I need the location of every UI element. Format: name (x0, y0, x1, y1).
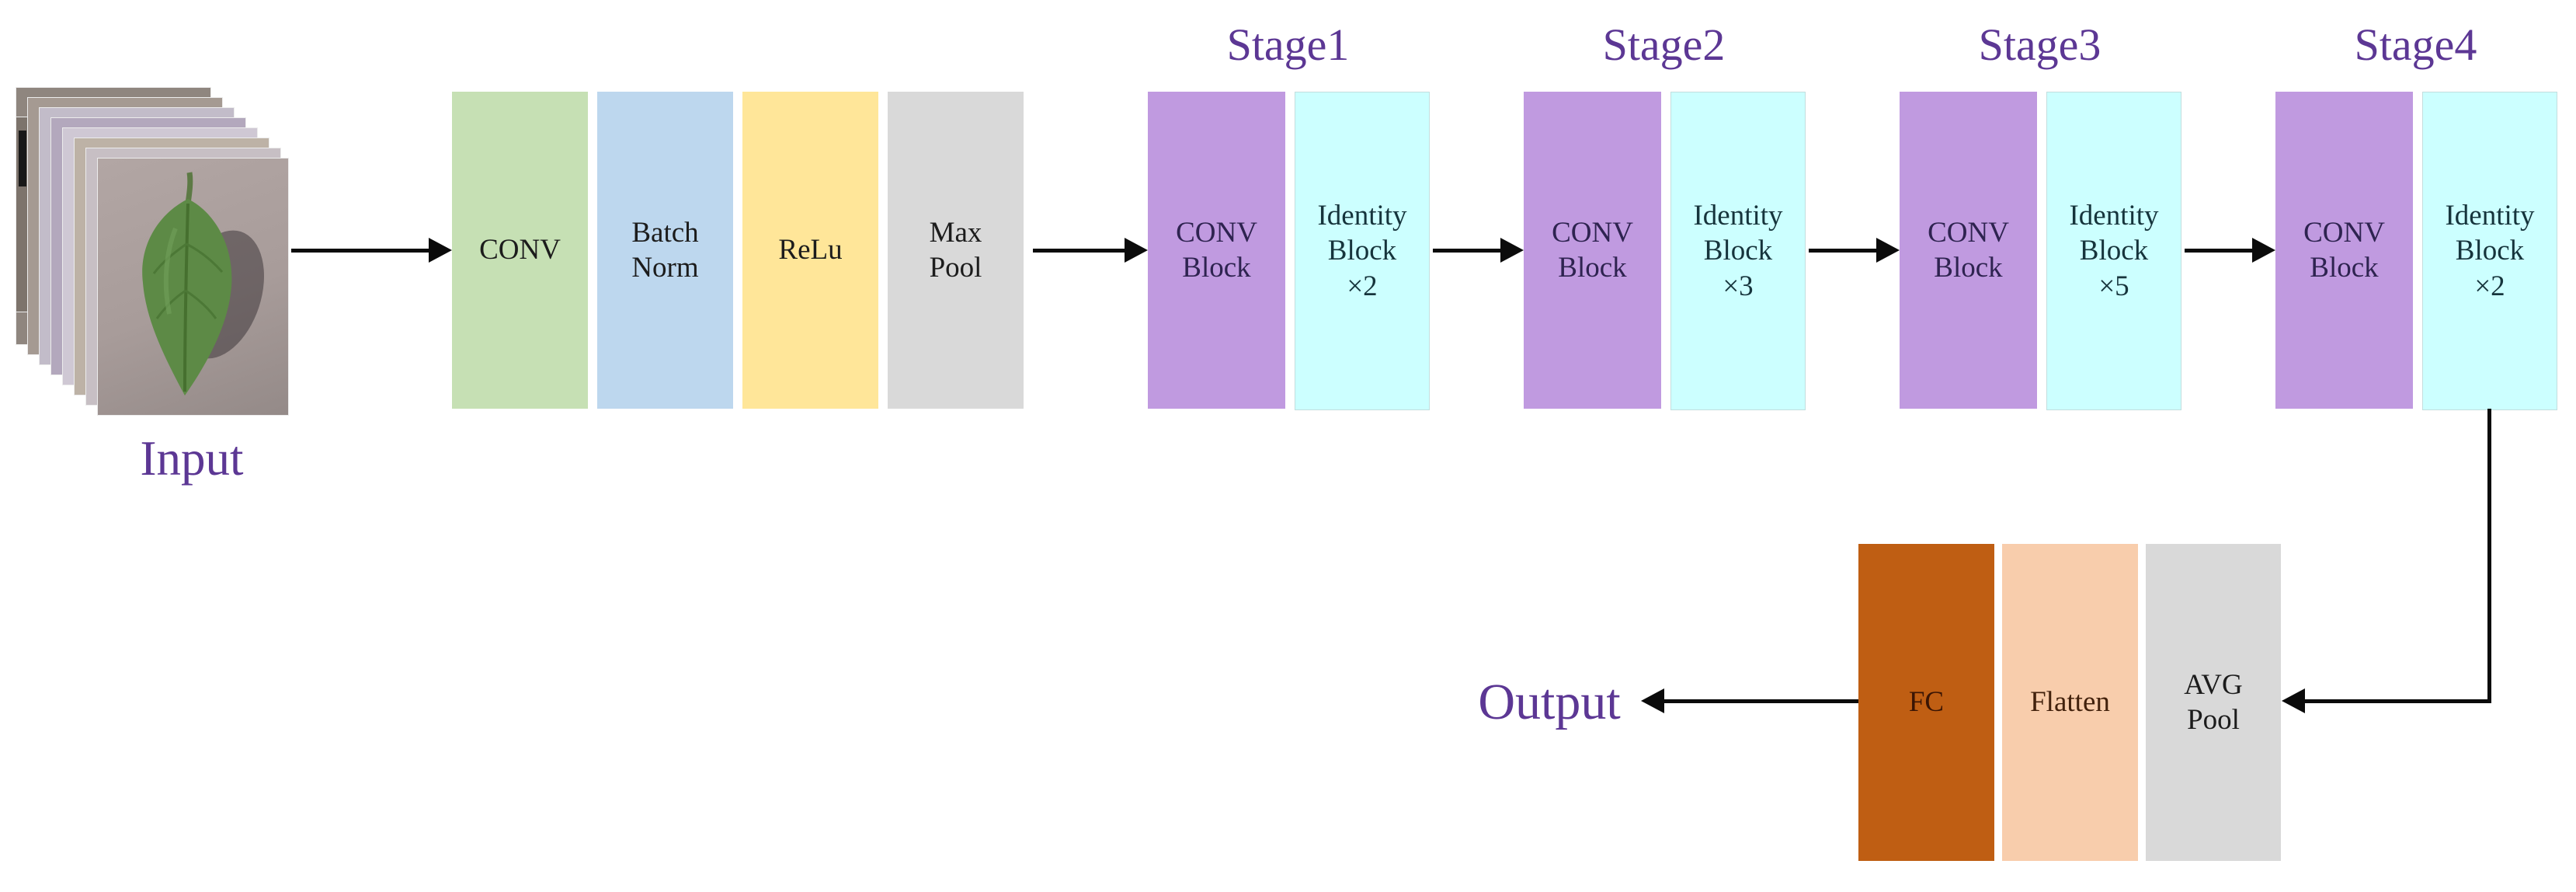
block-label: Identity (1317, 200, 1407, 232)
block-label: Norm (631, 252, 699, 284)
arrow-head-icon (429, 238, 452, 263)
stage3-conv-block: CONV Block (1900, 92, 2037, 409)
stage3-title: Stage3 (1978, 19, 2101, 70)
block-label: Block (1558, 252, 1627, 284)
block-label: Block (1934, 252, 2003, 284)
block-label: Pool (929, 252, 982, 284)
stage4-identity-block: Identity Block ×2 (2422, 92, 2557, 410)
block-label: Block (1327, 235, 1397, 267)
leaf-photo (97, 158, 289, 416)
block-label: Block (2079, 235, 2149, 267)
stage2-identity-block: Identity Block ×3 (1670, 92, 1806, 410)
arrow-line (2305, 699, 2491, 703)
arrow-head-icon (1876, 238, 1900, 263)
stage1-identity-block: Identity Block ×2 (1295, 92, 1430, 410)
block-label: Identity (2069, 200, 2159, 232)
arrow-head-icon (2282, 688, 2305, 713)
block-label: Block (1182, 252, 1251, 284)
avg-pool-block: AVG Pool (2146, 544, 2281, 861)
block-label: ×3 (1723, 270, 1754, 302)
leaf-image (142, 172, 264, 395)
leaf-stem (185, 172, 193, 204)
block-label: Flatten (2030, 686, 2110, 719)
leaf-vein (186, 242, 224, 273)
arrow-line-vertical (2487, 409, 2491, 703)
block-label: ×2 (1347, 270, 1378, 302)
arrow-line (1433, 249, 1500, 253)
block-label: CONV (1928, 216, 2009, 249)
stage3-identity-block: Identity Block ×5 (2046, 92, 2181, 410)
block-label: Pool (2187, 704, 2240, 736)
block-label: Block (2310, 252, 2379, 284)
leaf-vein (185, 289, 217, 319)
block-label: CONV (1552, 216, 1633, 249)
block-label: Identity (1693, 200, 1783, 232)
leaf-highlight (163, 227, 178, 315)
stage4-title: Stage4 (2354, 19, 2477, 70)
block-label: CONV (1176, 216, 1257, 249)
input-label: Input (140, 430, 244, 486)
relu-block: ReLu (742, 92, 878, 409)
arrow-line (291, 249, 429, 253)
stage4-conv-block: CONV Block (2275, 92, 2413, 409)
batch-norm-block: Batch Norm (597, 92, 733, 409)
photo-stack-marking (19, 131, 26, 186)
block-label: Max (929, 216, 982, 249)
block-label: Block (2455, 235, 2525, 267)
leaf-midrib (183, 203, 189, 392)
stage2-conv-block: CONV Block (1524, 92, 1661, 409)
block-label: CONV (2303, 216, 2385, 249)
block-label: ×5 (2098, 270, 2129, 302)
flatten-block: Flatten (2002, 544, 2138, 861)
arrow-line (1033, 249, 1125, 253)
arrow-head-icon (1500, 238, 1524, 263)
output-label: Output (1478, 674, 1621, 730)
block-label: Identity (2445, 200, 2535, 232)
arrow-line (2185, 249, 2252, 253)
block-label: Batch (631, 216, 699, 249)
arrow-head-icon (2252, 238, 2275, 263)
arrow-line (1664, 699, 1858, 703)
arrow-line (1809, 249, 1876, 253)
stage1-conv-block: CONV Block (1148, 92, 1285, 409)
fc-block: FC (1858, 544, 1994, 861)
max-pool-block: Max Pool (888, 92, 1024, 409)
conv-block-stem: CONV (452, 92, 588, 409)
block-label: ×2 (2474, 270, 2505, 302)
arrow-head-icon (1125, 238, 1148, 263)
block-label: FC (1908, 686, 1945, 719)
block-label: AVG (2184, 668, 2243, 701)
block-label: Block (1703, 235, 1773, 267)
block-label: ReLu (778, 234, 843, 267)
stage1-title: Stage1 (1226, 19, 1350, 70)
arrow-head-icon (1641, 688, 1664, 713)
stage2-title: Stage2 (1602, 19, 1726, 70)
block-label: CONV (479, 234, 561, 267)
